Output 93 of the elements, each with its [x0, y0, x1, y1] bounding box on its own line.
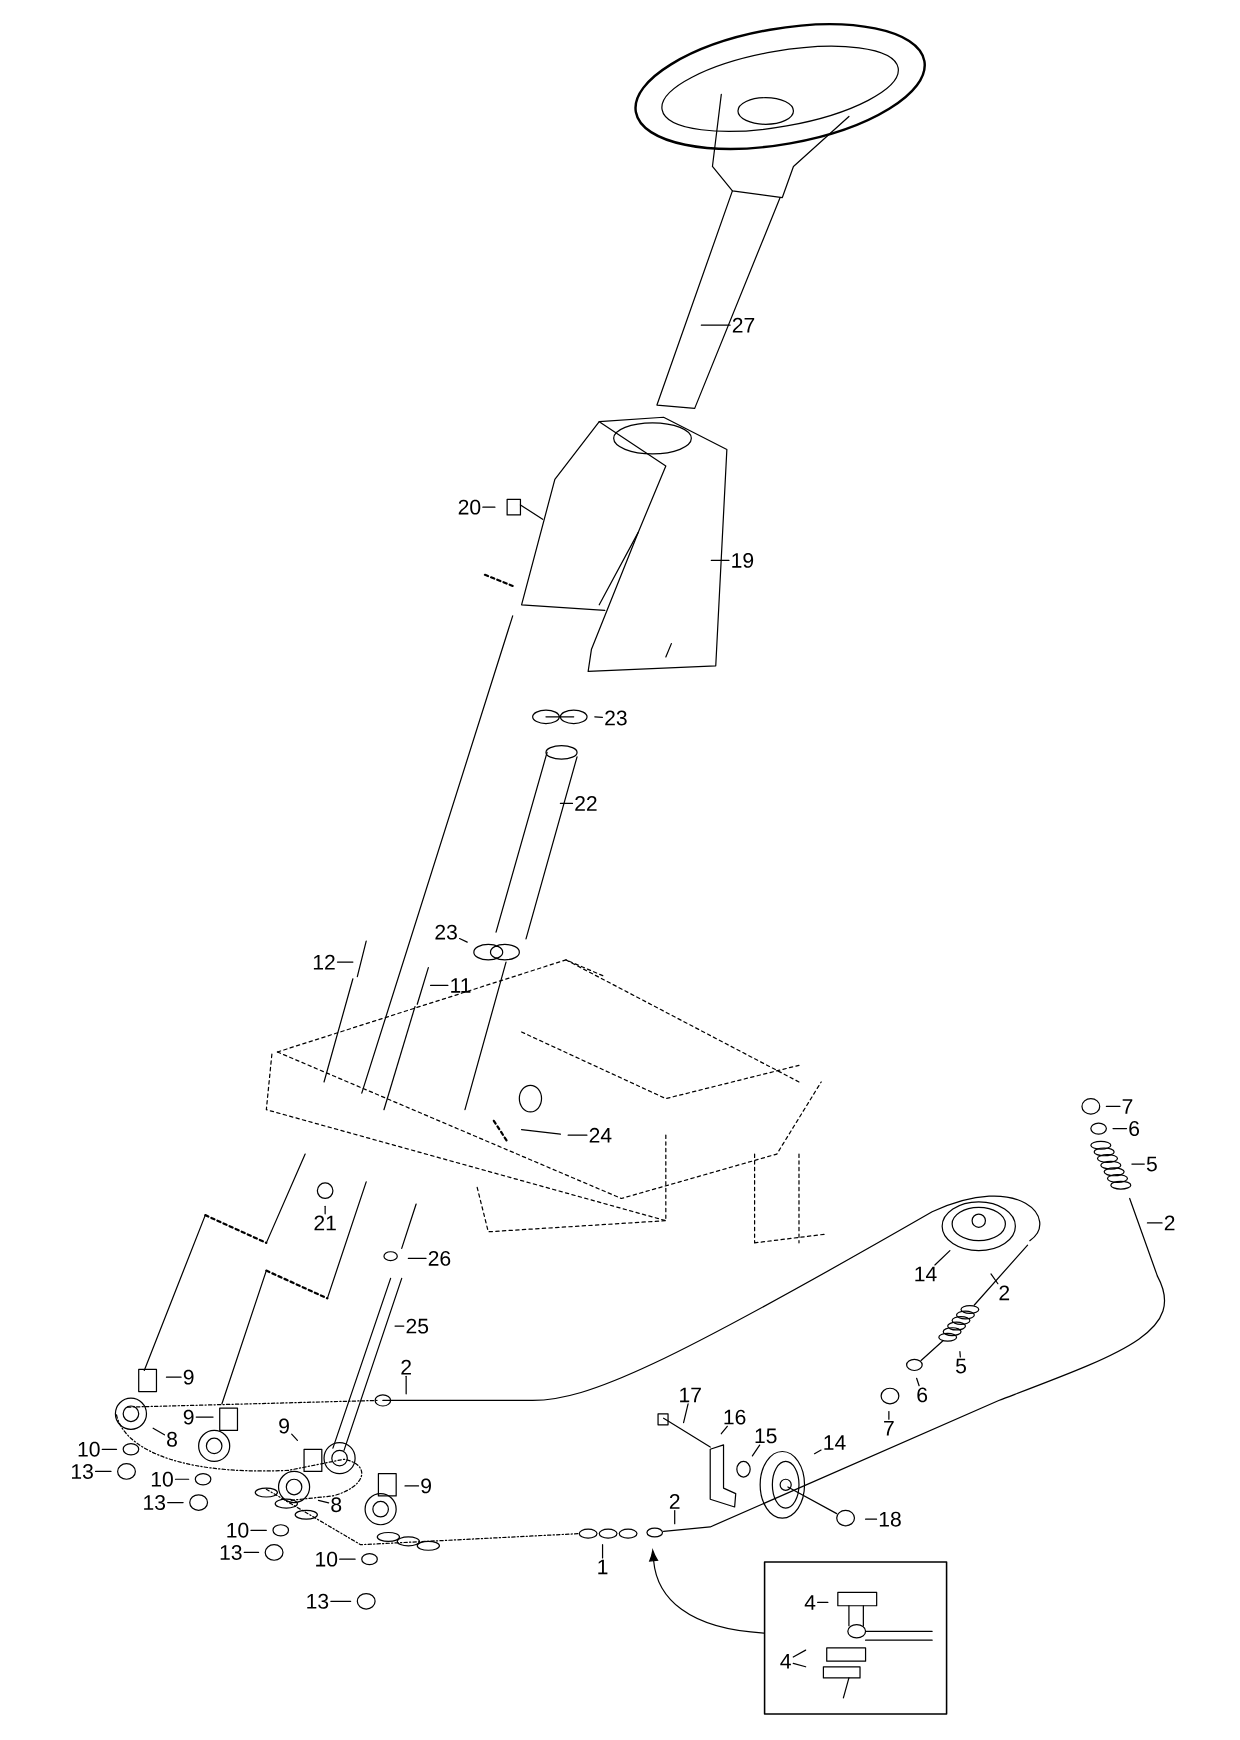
callout-number: 23 [435, 924, 458, 940]
callout-number: 11 [451, 978, 471, 993]
leader-line [567, 1134, 588, 1136]
callout-number: 4 [804, 1595, 816, 1610]
callout-number: 7 [884, 1420, 894, 1436]
leader-line [710, 559, 730, 561]
leader-line [339, 1558, 356, 1560]
callout-number: 8 [331, 1497, 342, 1513]
leader-line [330, 1600, 352, 1602]
callout-number: 9 [421, 1478, 432, 1494]
leader-line [243, 1551, 260, 1554]
leader-line [1112, 1127, 1128, 1130]
callout-number: 9 [184, 1409, 194, 1425]
leader-line [250, 1529, 268, 1531]
leader-line [792, 1649, 807, 1658]
leader-line [602, 1544, 604, 1559]
leader-line [408, 1257, 427, 1259]
callout-number: 18 [880, 1511, 901, 1527]
leader-line [720, 1425, 729, 1435]
callout-number: 25 [406, 1318, 429, 1334]
leader-line [195, 1416, 214, 1418]
leader-line [1131, 1163, 1146, 1165]
callout-number: 1 [598, 1559, 608, 1575]
callout-number: 26 [429, 1250, 451, 1266]
inset-box [764, 1561, 948, 1715]
callout-number: 6 [1129, 1121, 1140, 1137]
callout-number: 13 [144, 1495, 166, 1510]
leader-line [394, 1325, 405, 1327]
leader-line [430, 984, 449, 987]
callout-number: 14 [824, 1435, 846, 1450]
leader-line [95, 1470, 112, 1473]
callout-number: 20 [459, 499, 481, 515]
leader-line [405, 1375, 407, 1395]
leader-line [291, 1433, 299, 1441]
callout-number: 10 [78, 1441, 100, 1457]
callout-number: 9 [279, 1418, 290, 1434]
leader-line [166, 1376, 182, 1378]
leader-line [404, 1485, 420, 1487]
callout-number: 9 [184, 1369, 194, 1385]
leader-line [934, 1250, 951, 1266]
leader-line [459, 937, 469, 943]
callout-number: 13 [72, 1464, 94, 1479]
callout-number: 15 [755, 1428, 777, 1444]
callout-number: 24 [589, 1127, 612, 1143]
leader-line [814, 1449, 822, 1455]
callout-number: 16 [724, 1409, 746, 1425]
leader-line [792, 1662, 807, 1668]
callout-number: 2 [670, 1494, 680, 1509]
leader-line [101, 1448, 118, 1450]
callout-number: 8 [167, 1431, 178, 1447]
callout-number: 22 [575, 796, 597, 811]
callout-number: 6 [917, 1387, 928, 1403]
callout-number: 27 [733, 317, 755, 333]
callout-number: 17 [680, 1387, 702, 1403]
leader-line [560, 802, 574, 805]
callout-number: 12 [314, 954, 335, 970]
callout-number: 13 [307, 1593, 329, 1609]
leader-line [674, 1509, 676, 1525]
leader-line [594, 716, 604, 718]
callout-number: 2 [1165, 1215, 1175, 1231]
leader-line [1106, 1105, 1121, 1107]
callout-number: 10 [227, 1522, 249, 1538]
leader-line [817, 1601, 829, 1604]
leader-line [865, 1518, 878, 1520]
leader-line [324, 1205, 326, 1215]
callout-number: 23 [605, 710, 627, 726]
leader-line [683, 1403, 689, 1424]
callout-number: 14 [915, 1266, 937, 1282]
leader-line [1147, 1222, 1163, 1224]
leader-line [175, 1478, 190, 1480]
callout-number: 4 [780, 1654, 792, 1669]
callout-number: 19 [732, 552, 754, 568]
callout-number: 10 [152, 1471, 174, 1487]
callout-number: 7 [1122, 1099, 1133, 1114]
leader-line [752, 1444, 761, 1457]
leader-line [916, 1377, 920, 1387]
callout-number: 5 [1147, 1156, 1158, 1172]
leader-line [700, 324, 731, 326]
leader-line [167, 1501, 184, 1504]
callout-number: 5 [956, 1358, 967, 1374]
callout-number: 2 [999, 1285, 1010, 1301]
leader-line [152, 1427, 166, 1436]
arrow [649, 1549, 765, 1634]
leader-line [337, 961, 354, 963]
callout-number: 21 [314, 1215, 337, 1231]
callout-number: 2 [401, 1359, 412, 1375]
callout-number: 13 [220, 1545, 242, 1560]
leader-line [959, 1351, 962, 1358]
callout-number: 10 [316, 1551, 338, 1567]
leader-line [990, 1273, 999, 1285]
leader-line [888, 1410, 890, 1420]
leader-line [318, 1499, 330, 1504]
leader-line [482, 506, 496, 508]
